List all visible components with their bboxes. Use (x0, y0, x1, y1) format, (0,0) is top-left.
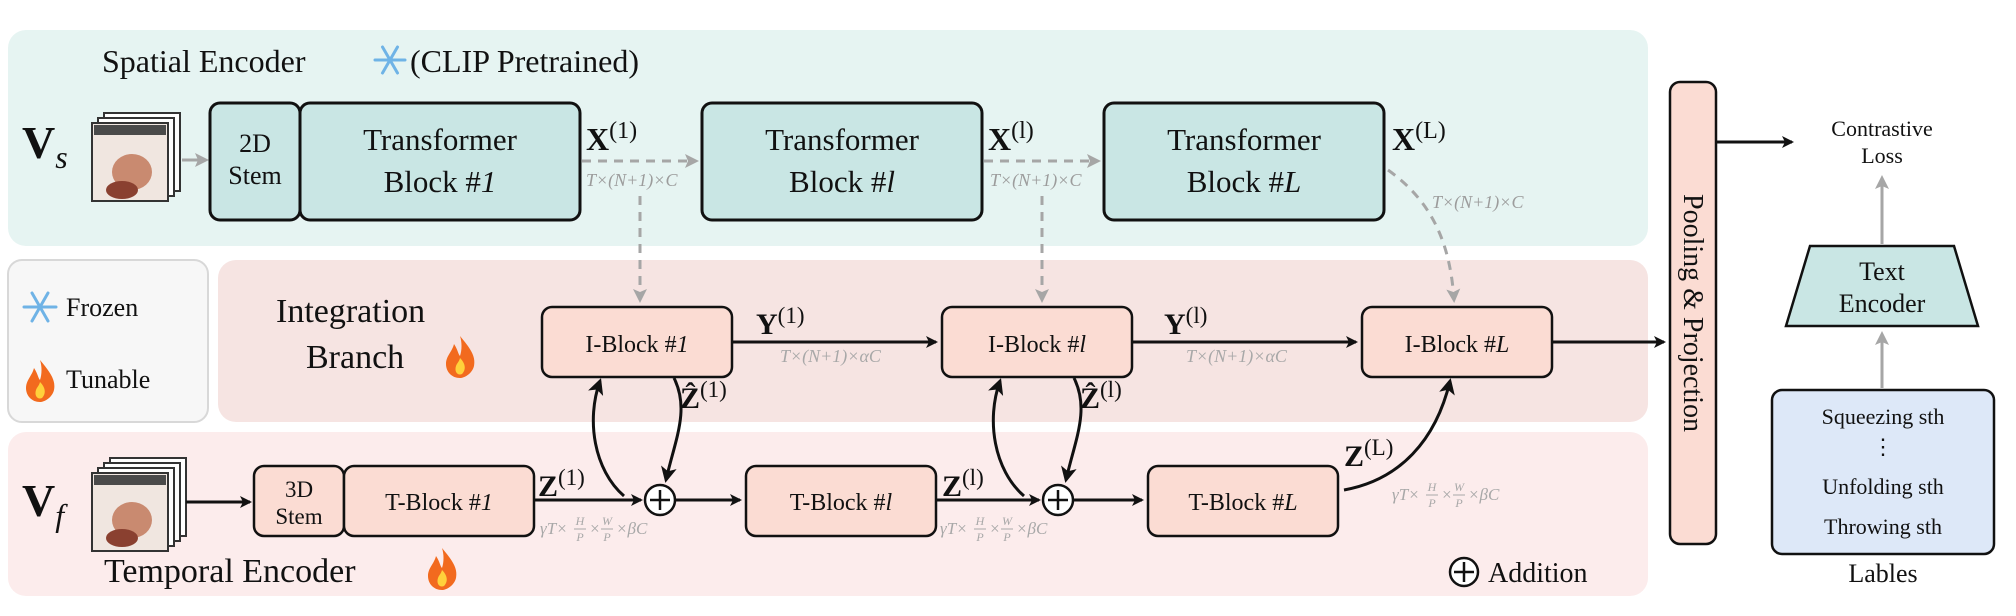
y-output-l: Y(l) (1164, 303, 1207, 341)
spatial-input-frames (91, 112, 181, 202)
svg-text:γT×: γT× (940, 519, 968, 538)
svg-text:H: H (575, 514, 586, 528)
svg-text:Text: Text (1859, 257, 1906, 286)
z-output-L: Z(L) (1344, 435, 1393, 473)
z-shape-l: γT× H P × W P ×βC (940, 514, 1048, 544)
transformer-block-l (700, 101, 984, 222)
svg-text:×: × (1441, 485, 1452, 504)
svg-text:P: P (575, 530, 584, 544)
svg-text:×: × (589, 519, 600, 538)
svg-text:Stem: Stem (228, 161, 281, 190)
addition-legend-label: Addition (1488, 558, 1588, 589)
svg-text:I-Block #l: I-Block #l (988, 332, 1086, 358)
svg-text:P: P (1427, 496, 1436, 510)
pooling-projection-label: Pooling & Projection (1677, 194, 1708, 432)
svg-text:Block #l: Block #l (789, 164, 895, 199)
z-shape-1: γT× H P × W P ×βC (540, 514, 648, 544)
y-shape-l: T×(N+1)×αC (1186, 346, 1288, 367)
legend-tunable: Tunable (66, 365, 150, 394)
svg-text:P: P (975, 530, 984, 544)
integration-title-line1: Integration (276, 293, 425, 330)
fire-icon (446, 336, 475, 378)
svg-text:W: W (1002, 514, 1013, 528)
svg-text:H: H (975, 514, 986, 528)
legend-frozen: Frozen (66, 293, 138, 322)
temporal-input-frames (91, 457, 187, 552)
svg-text:Encoder: Encoder (1839, 289, 1926, 318)
svg-text:H: H (1427, 480, 1438, 494)
svg-text:T-Block #1: T-Block #1 (385, 490, 493, 516)
svg-text:γT×: γT× (540, 519, 568, 538)
svg-text:×βC: ×βC (1468, 485, 1500, 504)
x-shape-1: T×(N+1)×C (586, 170, 678, 191)
svg-text:×: × (989, 519, 1000, 538)
spatial-encoder-title-suffix: (CLIP Pretrained) (410, 43, 639, 79)
svg-text:×βC: ×βC (1016, 519, 1048, 538)
zhat-label-l: Ẑ(l) (1080, 377, 1122, 415)
spatial-input-label: Vs (22, 117, 68, 175)
svg-text:Block #1: Block #1 (384, 164, 497, 199)
addition-node-l (1041, 483, 1075, 517)
svg-text:I-Block #1: I-Block #1 (585, 332, 688, 358)
svg-text:Transformer: Transformer (363, 122, 518, 157)
svg-text:Block #L: Block #L (1187, 164, 1302, 199)
svg-text:Transformer: Transformer (1167, 122, 1322, 157)
x-output-L: X(L) (1392, 118, 1446, 157)
labels-caption: Lables (1848, 559, 1917, 588)
snowflake-icon (22, 291, 58, 323)
svg-text:×βC: ×βC (616, 519, 648, 538)
x-shape-l: T×(N+1)×C (990, 170, 1082, 191)
legend-box (7, 259, 209, 423)
snowflake-icon (373, 45, 407, 75)
svg-text:T-Block #L: T-Block #L (1188, 490, 1297, 516)
z-output-1: Z(1) (538, 465, 585, 503)
addition-legend-icon (1448, 556, 1480, 588)
labels-box (1770, 388, 1996, 556)
svg-text:γT×: γT× (1392, 485, 1420, 504)
integration-title-line2: Branch (306, 339, 404, 376)
transformer-block-L (1102, 101, 1386, 222)
svg-text:I-Block #L: I-Block #L (1405, 332, 1510, 358)
transformer-block-1 (298, 101, 582, 222)
fire-icon (428, 548, 457, 590)
svg-text:W: W (602, 514, 613, 528)
contrastive-loss-line1: Contrastive (1831, 116, 1932, 141)
svg-text:P: P (1002, 530, 1011, 544)
label-item: Unfolding sth (1822, 474, 1944, 499)
spatial-encoder-title: Spatial Encoder (102, 43, 306, 79)
text-encoder-block (1784, 244, 1980, 328)
x-output-1: X(1) (586, 118, 637, 157)
svg-text:Transformer: Transformer (765, 122, 920, 157)
temporal-encoder-title: Temporal Encoder (104, 553, 356, 590)
svg-text:W: W (1454, 480, 1465, 494)
x-output-l: X(l) (988, 118, 1034, 157)
label-item: Squeezing sth (1822, 404, 1945, 429)
svg-text:P: P (1454, 496, 1463, 510)
svg-text:Stem: Stem (275, 504, 322, 529)
t-block-L (1146, 464, 1340, 538)
fire-icon (26, 360, 55, 402)
svg-text:T-Block #l: T-Block #l (790, 490, 893, 516)
svg-text:2D: 2D (239, 129, 271, 158)
z-output-l: Z(l) (942, 465, 984, 503)
svg-text:3D: 3D (285, 477, 313, 502)
y-output-1: Y(1) (756, 303, 805, 341)
zhat-label-1: Ẑ(1) (680, 377, 727, 415)
contrastive-loss-line2: Loss (1861, 143, 1903, 168)
addition-node-1 (643, 483, 677, 517)
pooling-projection-block (1668, 80, 1718, 546)
x-shape-L: T×(N+1)×C (1432, 192, 1524, 213)
label-ellipsis: ⋮ (1872, 434, 1894, 459)
y-shape-1: T×(N+1)×αC (780, 346, 882, 367)
svg-text:P: P (602, 530, 611, 544)
label-item: Throwing sth (1824, 514, 1942, 539)
z-shape-L: γT× H P × W P ×βC (1392, 480, 1500, 510)
